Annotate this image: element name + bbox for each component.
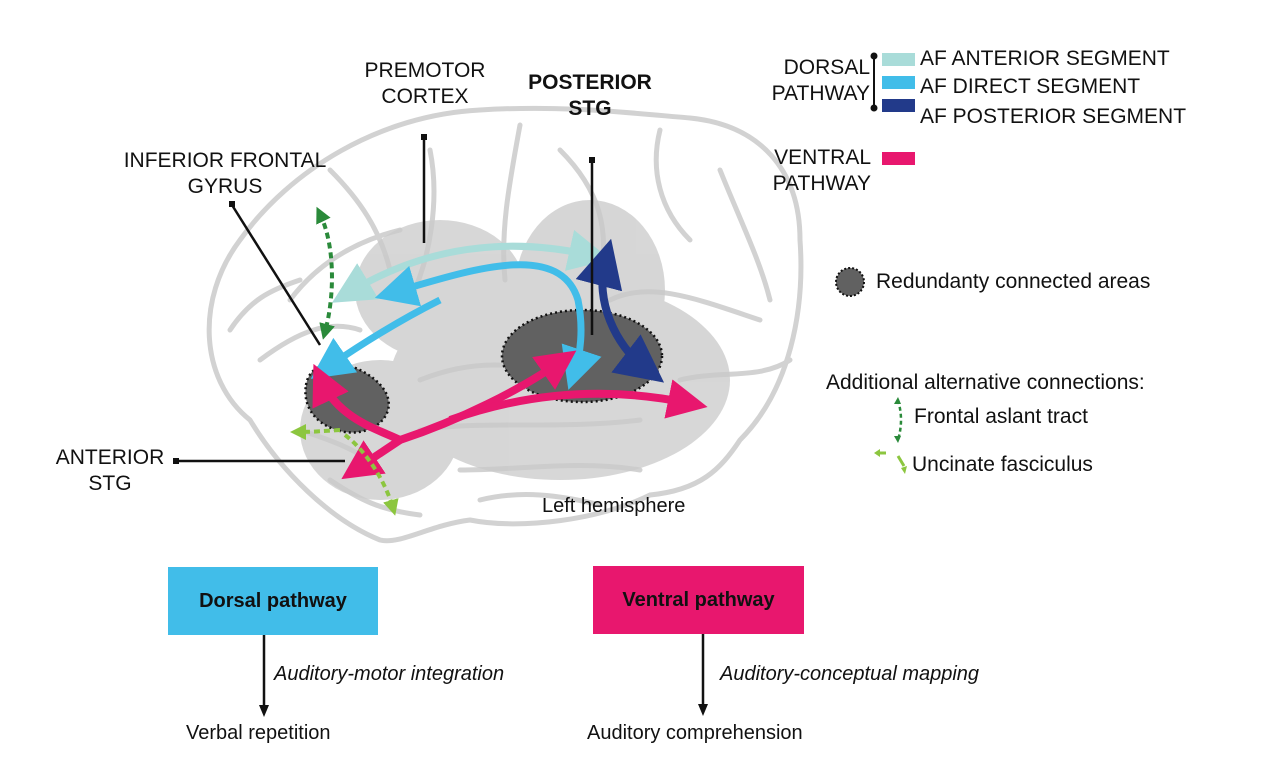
legend-swatch-af-direct — [882, 76, 915, 89]
dorsal-process-label: Auditory-motor integration — [274, 663, 505, 685]
ventral-arrow-to-ifg — [312, 363, 402, 444]
posterior-stg-label: POSTERIOR STG — [515, 70, 665, 122]
af-posterior-segment-arrow — [575, 238, 665, 383]
alternative-connections-title: Additional alternative connections: — [826, 371, 1145, 394]
anterior-stg-label: ANTERIOR STG — [40, 445, 180, 497]
legend-bracket — [870, 52, 878, 112]
legend-af-anterior-label: AF ANTERIOR SEGMENT — [920, 47, 1170, 70]
ventral-arrow-to-posterior-stg — [398, 350, 577, 444]
legend-swatch-af-anterior — [882, 53, 915, 66]
dorsal-flow-arrow — [259, 635, 269, 717]
ventral-arrow-to-anterior-stg — [341, 436, 403, 480]
ventral-outcome-label: Auditory comprehension — [587, 722, 803, 744]
uncinate-label: Uncinate fasciculus — [912, 453, 1093, 476]
legend: DORSAL PATHWAY AF ANTERIOR SEGMENT AF DI… — [740, 40, 1260, 200]
frontal-aslant-label: Frontal aslant tract — [914, 405, 1088, 428]
frontal-aslant-icon — [894, 397, 903, 443]
ventral-pathway-box: Ventral pathway — [593, 566, 804, 634]
legend-af-direct-label: AF DIRECT SEGMENT — [920, 75, 1141, 98]
uncinate-icon — [874, 449, 907, 474]
leader-dots — [173, 134, 595, 464]
legend-af-posterior-label: AF POSTERIOR SEGMENT — [920, 105, 1187, 128]
posterior-stg-label-line2: STG — [568, 97, 612, 120]
inferior-frontal-gyrus-label-line1: INFERIOR FRONTAL — [123, 149, 327, 172]
ventral-process-label: Auditory-conceptual mapping — [720, 663, 980, 685]
legend-redundant-label: Redundanty connected areas — [876, 270, 1151, 293]
af-direct-segment-arrow-2 — [310, 296, 442, 379]
legend-dorsal-pathway-label: DORSAL PATHWAY — [750, 55, 870, 107]
premotor-cortex-label-line1: PREMOTOR — [364, 59, 486, 82]
anterior-stg-label-line2: STG — [88, 472, 132, 495]
uncinate-fasciculus-arrow-1 — [290, 423, 341, 440]
posterior-stg-label-line1: POSTERIOR — [528, 71, 652, 94]
legend-ventral-pathway-label: VENTRAL PATHWAY — [745, 145, 871, 197]
ventral-flow-arrow — [698, 634, 708, 716]
hemisphere-label: Left hemisphere — [542, 495, 686, 517]
premotor-cortex-label: PREMOTOR CORTEX — [352, 58, 498, 110]
ventral-arrow-to-temporal — [448, 379, 708, 424]
uncinate-fasciculus-arrow-2 — [343, 433, 399, 516]
dorsal-pathway-box-label: Dorsal pathway — [199, 589, 347, 612]
dorsal-pathway-box: Dorsal pathway — [168, 567, 378, 635]
legend-swatch-ventral — [882, 152, 915, 165]
legend-swatch-af-posterior — [882, 99, 915, 112]
inferior-frontal-gyrus-label: INFERIOR FRONTAL GYRUS — [100, 148, 350, 200]
premotor-cortex-label-line2: CORTEX — [381, 85, 469, 108]
ventral-pathway-box-label: Ventral pathway — [622, 588, 775, 611]
leader-lines — [177, 137, 594, 463]
legend-dorsal-line1: DORSAL — [783, 56, 870, 79]
anterior-stg-label-line1: ANTERIOR — [55, 446, 165, 469]
redundant-area-icon — [835, 267, 865, 297]
dorsal-outcome-label: Verbal repetition — [186, 722, 331, 744]
legend-ventral-line2: PATHWAY — [772, 172, 871, 195]
inferior-frontal-gyrus-label-line2: GYRUS — [187, 175, 263, 198]
frontal-aslant-tract-arrow — [316, 206, 335, 340]
legend-ventral-line1: VENTRAL — [774, 146, 871, 169]
legend-dorsal-line2: PATHWAY — [771, 82, 870, 105]
